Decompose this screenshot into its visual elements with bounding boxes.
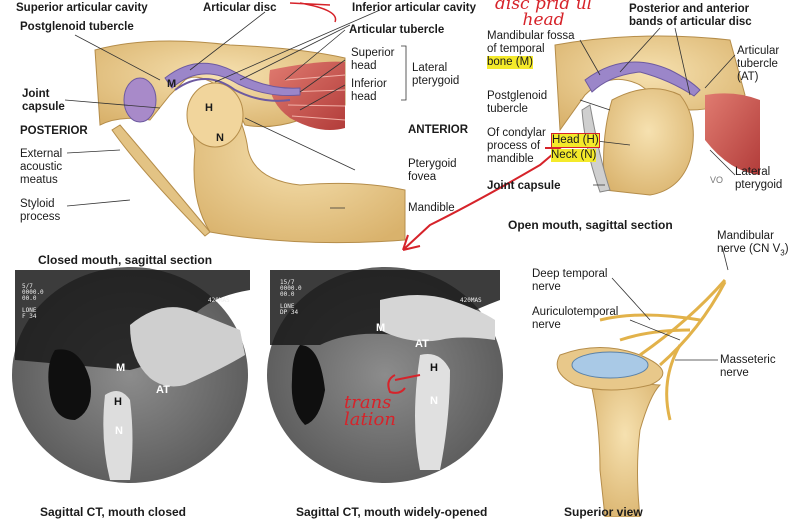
label-inferior-head: Inferior head bbox=[351, 78, 387, 103]
label-mandible: Mandible bbox=[408, 202, 455, 214]
open-lateral-pterygoid-muscle bbox=[705, 93, 760, 175]
label-postglenoid-tubercle: Postglenoid tubercle bbox=[20, 21, 134, 33]
caption-superior-view: Superior view bbox=[564, 505, 643, 519]
ct-closed-letter-m: M bbox=[116, 362, 126, 374]
label-lateral-pterygoid: Lateral pterygoid bbox=[412, 62, 460, 87]
articular-disc-blue bbox=[571, 351, 649, 379]
label-inferior-articular-cavity: Inferior articular cavity bbox=[352, 2, 476, 14]
caption-ct-closed: Sagittal CT, mouth closed bbox=[40, 505, 187, 519]
label-superior-head: Superior head bbox=[351, 47, 395, 72]
letter-n-closed: N bbox=[216, 132, 224, 144]
ct-open-letter-at: AT bbox=[415, 338, 429, 350]
annotation-arrow bbox=[402, 147, 563, 251]
ct-open-corner-text: 420MAS bbox=[460, 297, 482, 304]
label-head-h: Head (H) bbox=[551, 133, 600, 148]
ct-closed-corner-text: 420MAS bbox=[208, 297, 230, 304]
label-articular-disc: Articular disc bbox=[203, 2, 277, 14]
label-posterior-anterior-bands: Posterior and anterior bands of articula… bbox=[629, 3, 752, 28]
articular-disc-shape bbox=[164, 62, 301, 96]
open-mouth-diagram bbox=[554, 27, 760, 196]
label-masseteric-nerve: Masseteric nerve bbox=[720, 354, 776, 379]
open-articular-disc-shape bbox=[584, 61, 701, 97]
ct-closed-image bbox=[12, 267, 250, 483]
caption-open-mouth: Open mouth, sagittal section bbox=[508, 218, 673, 232]
label-open-lateral-pterygoid: Lateral pterygoid bbox=[735, 166, 783, 191]
label-bone-m: bone (M) bbox=[487, 56, 534, 69]
closed-mouth-diagram bbox=[64, 9, 407, 244]
label-mandibular-fossa: Mandibular fossa of temporal bbox=[487, 30, 575, 55]
ear-canal-shape bbox=[123, 77, 157, 123]
label-condylar-process: Of condylar process of mandible bbox=[487, 127, 546, 165]
caption-ct-open: Sagittal CT, mouth widely-opened bbox=[296, 505, 488, 519]
label-open-joint-capsule: Joint capsule bbox=[487, 180, 561, 192]
ct-closed-letter-at: AT bbox=[156, 384, 170, 396]
label-neck-n: Neck (N) bbox=[551, 149, 597, 162]
label-superior-articular-cavity: Superior articular cavity bbox=[16, 2, 148, 14]
nerve-superior-view bbox=[556, 245, 729, 517]
annotation-top-scribble: disc prid ul head bbox=[495, 0, 593, 30]
lateral-pterygoid-muscle bbox=[269, 61, 345, 131]
label-mandibular-nerve: Mandibular nerve (CN V3) bbox=[717, 230, 789, 258]
label-styloid-process: Styloid process bbox=[20, 198, 61, 223]
label-external-acoustic-meatus: External acoustic meatus bbox=[20, 148, 63, 186]
label-posterior: POSTERIOR bbox=[20, 125, 88, 137]
ct-closed-letter-h: H bbox=[114, 396, 122, 408]
letter-h-closed: H bbox=[205, 102, 213, 114]
ct-closed-header-text: 5/7 0000.0 00.0 LONE F 34 bbox=[22, 283, 44, 320]
ct-annotation-arrow bbox=[387, 374, 421, 394]
ct-open-header-text: 15/7 0000.0 00.0 LONE DP 34 bbox=[280, 279, 302, 316]
label-anterior: ANTERIOR bbox=[408, 124, 469, 136]
label-articular-tubercle: Articular tubercle bbox=[349, 24, 445, 36]
ct-closed-letter-n: N bbox=[115, 425, 123, 437]
label-articular-tubercle-at: Articular tubercle (AT) bbox=[737, 45, 780, 83]
ct-open-letter-h: H bbox=[430, 362, 438, 374]
ct-open-letter-m: M bbox=[376, 322, 386, 334]
label-auriculotemporal-nerve: Auriculotemporal nerve bbox=[532, 306, 619, 331]
letter-m-closed: M bbox=[167, 78, 177, 90]
label-joint-capsule: Joint capsule bbox=[22, 88, 65, 113]
ct-open-image bbox=[267, 267, 503, 483]
label-pterygoid-fovea: Pterygoid fovea bbox=[408, 158, 457, 183]
ct-open-letter-n: N bbox=[430, 395, 438, 407]
annotation-translation: trans lation bbox=[344, 392, 396, 430]
label-open-postglenoid-tubercle: Postglenoid tubercle bbox=[487, 90, 548, 115]
caption-closed-mouth: Closed mouth, sagittal section bbox=[38, 253, 213, 267]
label-deep-temporal-nerve: Deep temporal nerve bbox=[532, 268, 608, 293]
label-vo: VO bbox=[710, 175, 724, 185]
